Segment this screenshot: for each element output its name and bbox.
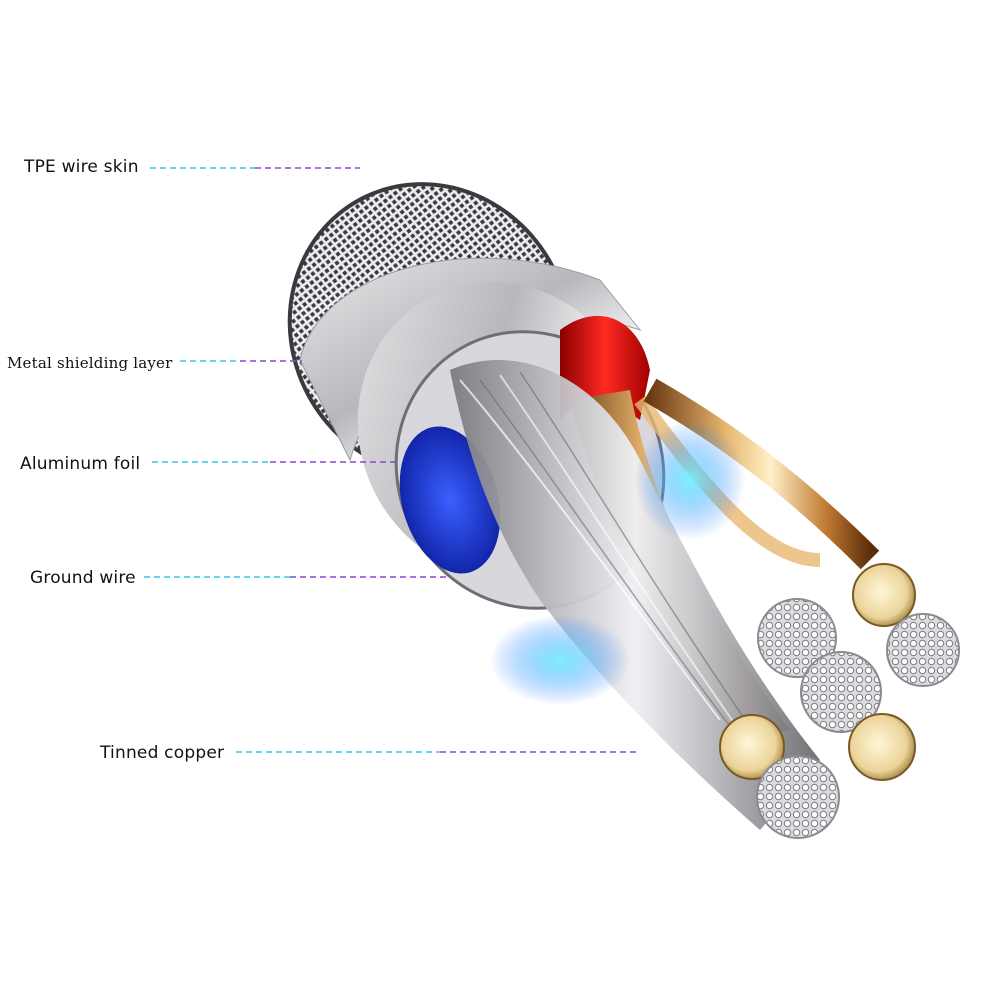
strand-cap — [757, 598, 837, 678]
label-metal-shielding-layer: Metal shielding layer — [3, 350, 177, 376]
label-ground-wire: Ground wire — [26, 565, 140, 591]
label-tpe-wire-skin: TPE wire skin — [20, 154, 143, 180]
copper-cap — [852, 563, 916, 627]
twisted-strand-bundle — [450, 360, 880, 830]
copper-cap — [719, 714, 785, 780]
copper-cap — [848, 713, 916, 781]
label-tinned-copper: Tinned copper — [96, 740, 229, 766]
conductor-end-caps — [719, 563, 960, 839]
strand-cap — [756, 755, 840, 839]
strand-cap — [886, 613, 960, 687]
label-aluminum-foil: Aluminum foil — [16, 451, 145, 477]
leader-lines — [144, 167, 640, 753]
strand-cap — [800, 651, 882, 733]
